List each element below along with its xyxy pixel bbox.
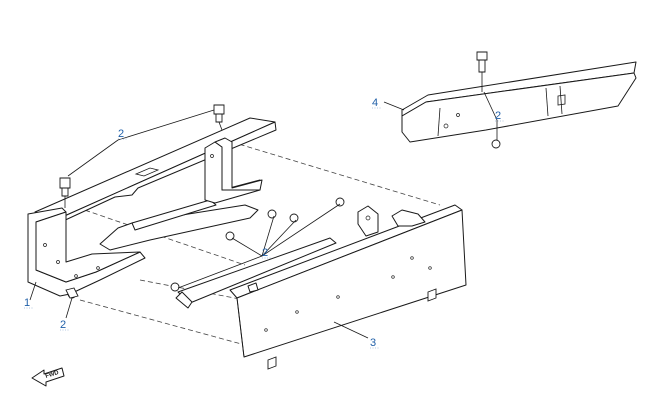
callout-2-top-label: 2 <box>118 128 124 140</box>
part-4-upper-shield <box>401 61 637 143</box>
part-3-front-plate <box>229 204 467 370</box>
bolt-front-left <box>170 282 180 292</box>
fwd-label: FWD <box>45 370 60 380</box>
callout-4: 4 <box>372 97 381 109</box>
callout-4-label: 4 <box>372 97 378 109</box>
callout-2-lower-left-label: 2 <box>60 319 66 331</box>
bolt-mid-b <box>267 209 277 219</box>
callout-3-label: 3 <box>370 337 376 349</box>
callout-2-lower-left: 2 <box>60 319 69 331</box>
callout-3: 3 <box>370 337 379 349</box>
fwd-direction-arrow-icon: FWD <box>31 367 65 387</box>
bolt-shield-bottom <box>491 139 501 149</box>
callout-2-top: 2 <box>118 128 127 140</box>
callout-1: 1 <box>24 297 33 309</box>
bolt-top-center <box>213 104 225 131</box>
callout-2-center: 2 <box>262 247 271 259</box>
bolt-mid-c <box>289 213 299 223</box>
callout-1-label: 1 <box>24 297 30 309</box>
center-bracket <box>204 137 263 204</box>
bolt-left-lower <box>65 287 79 299</box>
callout-2-center-label: 2 <box>262 247 268 259</box>
bolt-shield-top <box>476 51 488 92</box>
mounting-tabs <box>357 205 426 237</box>
callout-2-shield-label: 2 <box>495 110 501 122</box>
front-bottom-rail <box>175 237 337 309</box>
callout-2-shield: 2 <box>495 110 504 122</box>
middle-plate <box>99 199 259 251</box>
bolt-mid-d <box>335 197 345 207</box>
callout-leaders <box>29 91 498 339</box>
part-1-left-panel <box>27 207 146 297</box>
bolt-upper-left <box>59 177 71 208</box>
